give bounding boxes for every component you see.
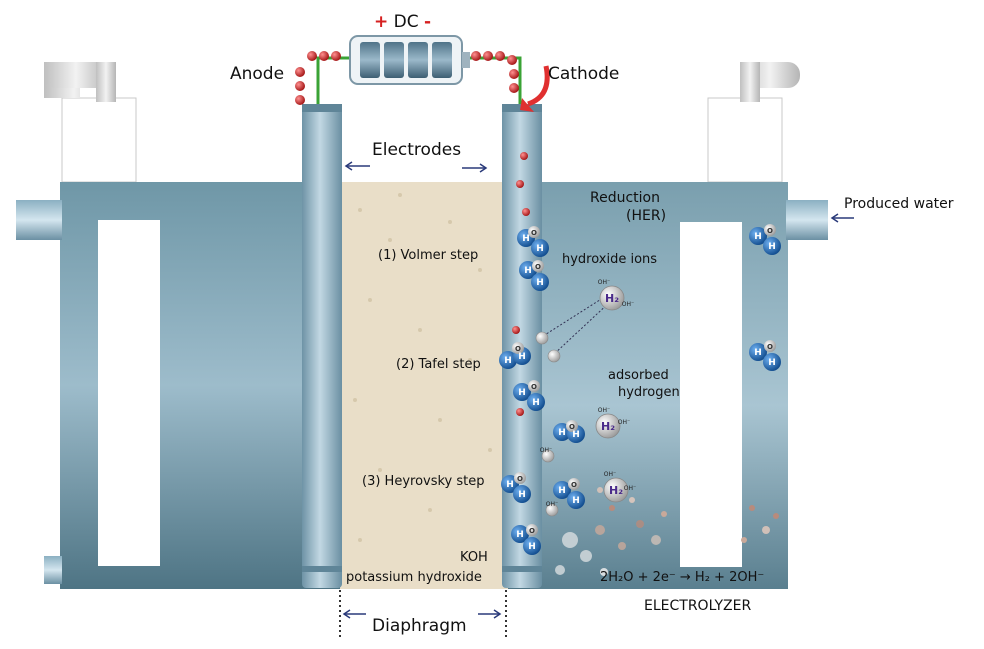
electrodes-label: Electrodes [372,140,462,160]
battery-dc: DC [393,12,419,32]
svg-text:OH⁻: OH⁻ [598,279,610,286]
cathode-wire [464,56,522,104]
svg-text:H: H [768,242,776,252]
svg-text:H: H [518,490,526,500]
molecule-1 [517,226,549,257]
svg-text:H: H [518,388,526,398]
svg-text:H: H [506,480,514,490]
right-window [680,222,742,567]
battery-label: + DC - [374,12,431,32]
tafel-paths [539,295,613,357]
svg-text:H: H [532,398,540,408]
cathode-label: Cathode [548,64,620,84]
svg-text:H: H [516,530,524,540]
diaphragm-membrane [340,182,508,589]
cathode-arrow [527,65,550,107]
membrane-texture [353,193,492,562]
koh-label: KOH [460,550,488,565]
diaphragm-label: Diaphragm [372,616,467,636]
left-window [98,220,160,566]
battery [349,35,470,85]
svg-text:OH⁻: OH⁻ [622,301,634,308]
molecule-5 [553,420,585,443]
svg-text:O: O [515,345,521,353]
left-top-box [44,62,137,183]
inlet-pipe-left [16,200,62,240]
svg-text:H: H [524,266,532,276]
svg-text:O: O [767,227,773,235]
svg-text:O: O [569,423,575,431]
outlet-pipe-right [786,200,828,240]
svg-text:OH⁻: OH⁻ [604,471,616,478]
reaction-equation: 2H₂O + 2e⁻ → H₂ + 2OH⁻ [600,570,765,585]
svg-text:O: O [531,229,537,237]
molecule-9 [749,224,781,255]
svg-text:O: O [571,481,577,489]
her-label: (HER) [626,208,667,224]
svg-text:O: O [531,383,537,391]
produced-water-label: Produced water [844,196,954,212]
svg-text:O: O [767,343,773,351]
svg-text:OH⁻: OH⁻ [618,419,630,426]
drain-pipe [44,556,62,584]
water-molecules [499,224,781,555]
hydrogen-label: hydrogen [618,385,680,400]
molecule-8 [511,524,541,555]
svg-text:H: H [572,430,580,440]
tafel-step-label: (2) Tafel step [396,357,481,372]
svg-text:OH⁻: OH⁻ [546,501,558,508]
hydroxide-ions-label: hydroxide ions [562,252,658,267]
molecule-7 [553,478,585,509]
svg-text:OH⁻: OH⁻ [540,447,552,454]
diaphragm-markers [339,590,507,638]
h2-molecules [535,285,629,517]
svg-text:H: H [522,234,530,244]
svg-text:H₂: H₂ [609,484,623,497]
right-top-box [707,62,800,183]
svg-text:H: H [558,486,566,496]
potassium-hydroxide-label: potassium hydroxide [346,570,482,585]
svg-text:H: H [536,244,544,254]
svg-text:H: H [528,542,536,552]
anode-label: Anode [230,64,285,84]
molecule-3 [499,342,531,369]
svg-text:H: H [754,232,762,242]
heyrovsky-step-label: (3) Heyrovsky step [362,474,485,489]
svg-text:H: H [572,496,580,506]
anode-electrode [302,104,342,588]
svg-text:H: H [518,352,526,362]
svg-text:H: H [504,356,512,366]
electrodes-arrows [344,161,488,173]
svg-text:H: H [558,428,566,438]
adsorbed-label: adsorbed [608,368,669,383]
svg-text:OH⁻: OH⁻ [598,407,610,414]
svg-text:H₂: H₂ [605,292,619,305]
bubble-cluster [555,487,779,576]
svg-text:H: H [768,358,776,368]
anode-wire [316,56,352,104]
battery-minus: - [424,12,432,32]
svg-text:H: H [536,278,544,288]
svg-text:O: O [535,263,541,271]
molecule-10 [749,340,781,371]
reduction-label: Reduction [590,190,660,206]
electrolyzer-label: ELECTROLYZER [644,598,752,614]
battery-plus: + [374,12,389,32]
molecule-4 [513,380,545,411]
svg-text:O: O [529,527,535,535]
svg-text:OH⁻: OH⁻ [624,485,636,492]
molecule-2 [519,260,549,291]
produced-water-arrow [830,213,854,223]
svg-text:H₂: H₂ [601,420,615,433]
molecule-6 [501,472,531,503]
svg-text:O: O [517,475,523,483]
cathode-chamber [530,182,788,589]
volmer-step-label: (1) Volmer step [378,248,479,263]
svg-text:H: H [754,348,762,358]
